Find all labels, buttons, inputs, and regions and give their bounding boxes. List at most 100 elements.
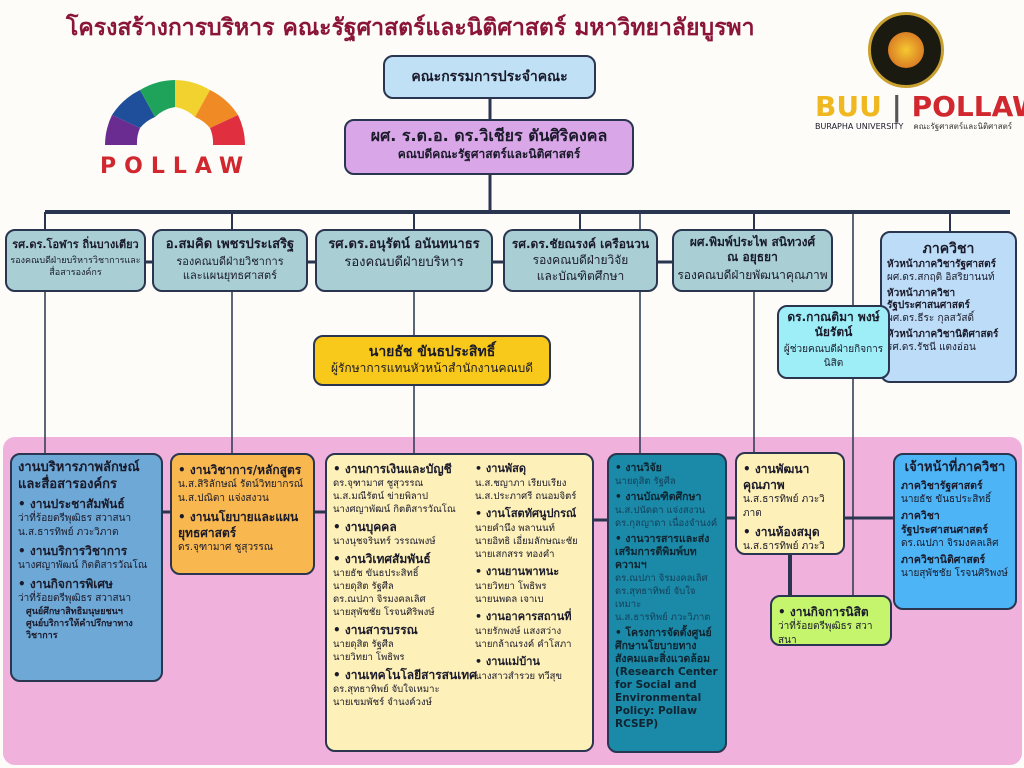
staff-name: นางนุชจรินทร์ วรรณพงษ์ — [333, 536, 436, 547]
staff-name: นายธัช ขันธประสิทธิ์ — [333, 568, 419, 579]
deputy-box-1: รศ.ดร.โอฬาร ถิ่นบางเตียว รองคณบดีฝ่ายบริ… — [5, 229, 146, 292]
staff-name: นายกล้าณรงค์ คำโสภา — [475, 639, 572, 650]
unit-administration-box: • งานการเงินและบัญชีดร.จุฑามาศ ชูสุวรรณน… — [325, 453, 594, 752]
unit-title: งานบริหารภาพลักษณ์และสื่อสารองค์กร — [18, 460, 140, 492]
unit-section-heading: • งานห้องสมุด — [743, 525, 820, 539]
unit-section-heading: • งานประชาสัมพันธ์ — [18, 497, 125, 511]
dept-head-name: รศ.ดร.รัชนี แตงอ่อน — [887, 342, 976, 353]
staff-name: นายอิทธิ เอี่ยมลักษณะชัย — [475, 536, 578, 547]
deputy-name: อ.สมคิด เพชรประเสริฐ — [165, 237, 295, 252]
dean-name: ผศ. ร.ต.อ. ดร.วิเชียร ตันศิริคงคล — [370, 126, 608, 145]
assistant-dean-box: ดร.กาณติมา พงษ์นัยรัตน์ ผู้ช่วยคณบดีฝ่าย… — [777, 305, 890, 379]
center-item: ศูนย์บริการให้คำปรึกษาทางวิชาการ — [26, 619, 133, 641]
deputy-box-3: รศ.ดร.อนุรัตน์ อนันทนาธร รองคณบดีฝ่ายบริ… — [315, 229, 493, 292]
staff-name: ดร.สุทธาทิพย์ จับใจเหมาะ — [615, 586, 696, 610]
unit-academic-box: • งานวิชาการ/หลักสูตรน.ส.สิริลักษณ์ รัตน… — [170, 453, 315, 575]
unit-section-heading: • งานบุคคล — [333, 520, 397, 534]
staff-name: ดร.จุฑามาศ ชูสุวรรณ — [333, 478, 424, 489]
pollaw-text: POLLAW — [911, 90, 1024, 123]
unit-section-heading: • งานวารสารและส่งเสริมการตีพิมพ์บทความฯ — [615, 533, 710, 571]
unit-section-heading: • งานพัฒนาคุณภาพ — [743, 462, 810, 492]
buu-pollaw-logo: BUU | POLLAW BURAPHA UNIVERSITYคณะรัฐศาส… — [815, 92, 1024, 132]
faculty-committee-box: คณะกรรมการประจำคณะ — [383, 55, 596, 99]
growth-pollaw-logo: POLLAW — [100, 80, 250, 180]
staff-name: นายดุสิต รัฐศีล — [615, 476, 676, 487]
office-head-name: นายธัช ขันธประสิทธิ์ — [368, 344, 496, 360]
staff-name: นางศญาพัฒน์ กิตติสารวัณโณ — [18, 560, 148, 571]
staff-name: น.ส.ปนัดดา แจ่งสงวน — [615, 505, 706, 516]
staff-name: น.ส.ประภาศรี ถนอมจิตร์ — [475, 491, 577, 502]
deputy-role: รองคณบดีฝ่ายบริหาร — [344, 255, 464, 270]
deputy-role: รองคณบดีฝ่ายพัฒนาคุณภาพ — [677, 268, 828, 282]
staff-name: นายนพดล เจาเบ — [475, 594, 544, 605]
dept-head-title: หัวหน้าภาควิชารัฐประศาสนศาสตร์ — [887, 288, 970, 311]
staff-name: ดร.ณปภา จิรมงคลเลิศ — [901, 538, 999, 549]
dept-staff-heading: ภาควิชารัฐประศาสนศาสตร์ — [901, 510, 988, 536]
dept-head-title: หัวหน้าภาควิชานิติศาสตร์ — [887, 329, 999, 340]
staff-name: นายวิทยา โพธิพร — [333, 652, 405, 663]
staff-name: นางศญาพัฒน์ กิตติสารวัณโณ — [333, 504, 456, 515]
staff-name: ว่าที่ร้อยตรีพุฒิธร สวาสนา — [18, 513, 132, 524]
unit-section-heading: • งานโสตทัศนูปกรณ์ — [475, 507, 577, 520]
deputy-name: รศ.ดร.โอฬาร ถิ่นบางเตียว — [12, 238, 139, 251]
deputy-role: รองคณบดีฝ่ายวิชาการและแผนยุทธศาสตร์ — [176, 255, 284, 282]
departments-title: ภาควิชา — [922, 241, 975, 257]
unit-section-heading: • งานวิเทศสัมพันธ์ — [333, 552, 431, 566]
unit-title: เจ้าหน้าที่ภาควิชา — [904, 460, 1006, 475]
buu-seal — [868, 12, 944, 88]
staff-name: น.ส.สิริลักษณ์ รัตน์วิทยากรณ์ — [178, 479, 304, 490]
staff-name: ดร.ณปภา จิรมงคลเลิศ — [615, 573, 708, 584]
unit-quality-box: • งานพัฒนาคุณภาพน.ส.ธารทิพย์ ภวะวิภาต• ง… — [735, 452, 845, 555]
deputy-role: รองคณบดีฝ่ายบริหารวิชาการและสื่อสารองค์ก… — [10, 256, 141, 278]
unit-section-heading: • งานยานพาหนะ — [475, 565, 560, 578]
staff-name: น.ส.ธารทิพย์ ภวะวิภาต — [743, 494, 825, 519]
unit-section-heading: • งานบัณฑิตศึกษา — [615, 491, 702, 503]
unit-research-box: • งานวิจัยนายดุสิต รัฐศีล• งานบัณฑิตศึกษ… — [607, 453, 727, 753]
unit-section-heading: • งานนโยบายและแผนยุทธศาสตร์ — [178, 510, 299, 540]
pollaw-sub: คณะรัฐศาสตร์และนิติศาสตร์ — [913, 122, 1013, 131]
unit-section-heading: • งานวิชาการ/หลักสูตร — [178, 463, 302, 477]
staff-name: น.ส.ธารทิพย์ ภวะวิภาต — [18, 527, 119, 538]
deputy-role: รองคณบดีฝ่ายวิจัยและบัณฑิตศึกษา — [532, 253, 629, 283]
page-title: โครงสร้างการบริหาร คณะรัฐศาสตร์และนิติศา… — [66, 15, 755, 41]
unit-student-affairs-box: • งานกิจการนิสิตว่าที่ร้อยตรีพุฒิธร สวาส… — [770, 595, 892, 646]
unit-communication-box: งานบริหารภาพลักษณ์และสื่อสารองค์กร • งานป… — [10, 453, 163, 682]
deputy-box-2: อ.สมคิด เพชรประเสริฐ รองคณบดีฝ่ายวิชาการ… — [152, 229, 308, 292]
staff-name: นายวิทยา โพธิพร — [475, 581, 547, 592]
deputy-name: รศ.ดร.ชัยณรงค์ เครือนวน — [511, 237, 650, 251]
dept-head-name: ผศ.ดร.สกฤติ อิสริยานนท์ — [887, 272, 995, 283]
staff-name: นางสาวสำรวย ทวีสุข — [475, 671, 562, 682]
staff-name: นายดุสิต รัฐศีล — [333, 639, 394, 650]
dept-head-name: ผศ.ดร.ธีระ กุลสวัสดิ์ — [887, 313, 974, 324]
staff-name: น.ส.ธารทิพย์ ภวะวิภาต — [743, 541, 825, 552]
unit-section-heading: • งานอาคารสถานที่ — [475, 610, 572, 623]
staff-name: ว่าที่ร้อยตรีพุฒิธร สวาสนา — [18, 593, 132, 604]
unit-department-staff-box: เจ้าหน้าที่ภาควิชาภาควิชารัฐศาสตร์นายธัช… — [893, 453, 1017, 610]
deputy-box-5: ผศ.พิมพ์ประไพ สนิทวงศ์ ณ อยุธยา รองคณบดี… — [672, 229, 833, 292]
staff-name: ดร.จุฑามาศ ชูสุวรรณ — [178, 542, 274, 553]
unit-section-heading: • งานสารบรรณ — [333, 623, 418, 637]
unit-section-heading: • งานแม่บ้าน — [475, 655, 540, 668]
buu-text: BUU — [815, 90, 882, 123]
center-item: ศูนย์ศึกษาสิทธิมนุษยชนฯ — [26, 607, 123, 617]
staff-name: ดร.กุลญาดา เนื่องจำนงค์ — [615, 518, 718, 529]
staff-name: น.ส.ปณิตา แจ่งสงวน — [178, 493, 269, 504]
office-head-role: ผู้รักษาการแทนหัวหน้าสำนักงานคณบดี — [330, 361, 534, 375]
unit-section-heading: • งานกิจการนิสิต — [778, 605, 869, 619]
buu-sub: BURAPHA UNIVERSITY — [815, 122, 904, 131]
deputy-box-4: รศ.ดร.ชัยณรงค์ เครือนวน รองคณบดีฝ่ายวิจั… — [503, 229, 658, 292]
dept-staff-heading: ภาควิชานิติศาสตร์ — [901, 554, 986, 566]
staff-name: นายสุพัชชัย โรจนศิริพงษ์ — [901, 568, 1008, 579]
dept-head-title: หัวหน้าภาควิชารัฐศาสตร์ — [887, 259, 996, 270]
staff-name: น.ส.มณีรัตน์ ข่ายพิลาป — [333, 491, 429, 502]
staff-name: นายรักพงษ์ แสงสว่าง — [475, 626, 562, 637]
staff-name: นายธัช ขันธประสิทธิ์ — [901, 494, 992, 505]
unit-section-heading: • งานการเงินและบัญชี — [333, 462, 452, 476]
growth-word: POLLAW — [100, 154, 252, 179]
staff-name: ว่าที่ร้อยตรีพุฒิธร สวาสนา — [778, 621, 873, 646]
unit-section-heading: • โครงการจัดตั้งศูนย์ศึกษานโยบายทางสังคม… — [615, 627, 718, 730]
staff-name: นายดุสิต รัฐศีล — [333, 581, 394, 592]
unit-section-heading: • งานเทคโนโลยีสารสนเทศ — [333, 668, 477, 682]
dean-role: คณบดีคณะรัฐศาสตร์และนิติศาสตร์ — [397, 147, 581, 161]
staff-name: นายคำนึง พลานนท์ — [475, 523, 555, 534]
